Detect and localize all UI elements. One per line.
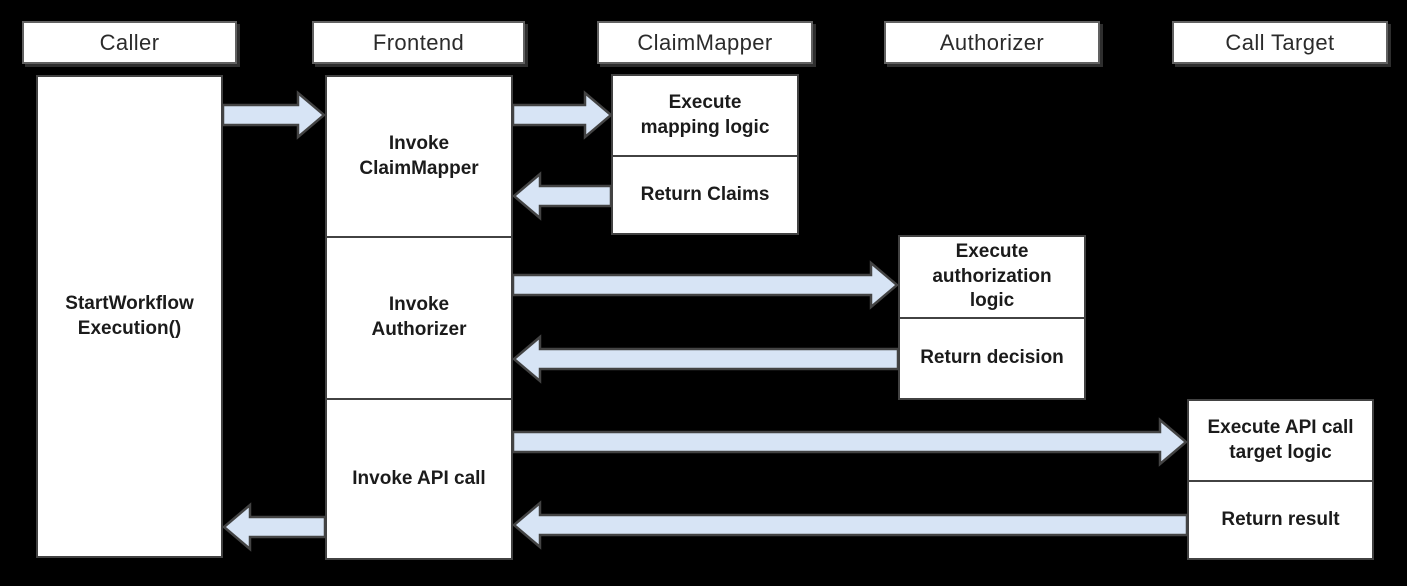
claimmapper-execute-mapping-logic: Execute mapping logic [640, 91, 770, 138]
claimmapper-return-claims: Return Claims [613, 155, 797, 233]
caller-activation-bar: StartWorkflow Execution() [36, 75, 223, 558]
authorizer-return-decision: Return decision [900, 317, 1084, 398]
call-target-execute-api-call-target-logic: Execute API call target logic [1207, 416, 1354, 463]
actor-header-call-target: Call Target [1172, 21, 1388, 64]
authorizer-steps: Execute authorization logic Return decis… [898, 235, 1086, 400]
actor-header-frontend: Frontend [312, 21, 525, 64]
frontend-invoke-api-call: Invoke API call [327, 398, 511, 558]
arrow-claimmapper-to-frontend [512, 171, 613, 221]
actor-label: Call Target [1225, 29, 1335, 55]
arrow-call-target-to-frontend [512, 500, 1189, 550]
actor-label: Authorizer [939, 29, 1045, 55]
frontend-invoke-authorizer: Invoke Authorizer [327, 236, 511, 398]
arrow-authorizer-to-frontend [512, 334, 900, 384]
arrow-frontend-to-authorizer [511, 260, 899, 310]
call-target-return-result: Return result [1189, 480, 1372, 558]
authorizer-execute-authorization-logic: Execute authorization logic [932, 240, 1052, 312]
arrow-frontend-to-caller [222, 502, 327, 552]
actor-header-caller: Caller [22, 21, 237, 64]
arrow-caller-to-frontend [221, 90, 326, 140]
arrow-frontend-to-claimmapper [511, 90, 613, 140]
actor-header-claimmapper: ClaimMapper [597, 21, 813, 64]
actor-label: Frontend [372, 29, 465, 55]
actor-label: ClaimMapper [637, 29, 773, 55]
frontend-activation-bar: Invoke ClaimMapper Invoke Authorizer Inv… [325, 75, 513, 560]
actor-header-authorizer: Authorizer [884, 21, 1100, 64]
call-target-steps: Execute API call target logic Return res… [1187, 399, 1374, 560]
arrow-frontend-to-call-target [511, 417, 1188, 467]
frontend-invoke-claimmapper: Invoke ClaimMapper [359, 132, 479, 179]
caller-activity-label: StartWorkflow Execution() [65, 292, 194, 339]
claimmapper-steps: Execute mapping logic Return Claims [611, 74, 799, 235]
actor-label: Caller [99, 29, 160, 55]
